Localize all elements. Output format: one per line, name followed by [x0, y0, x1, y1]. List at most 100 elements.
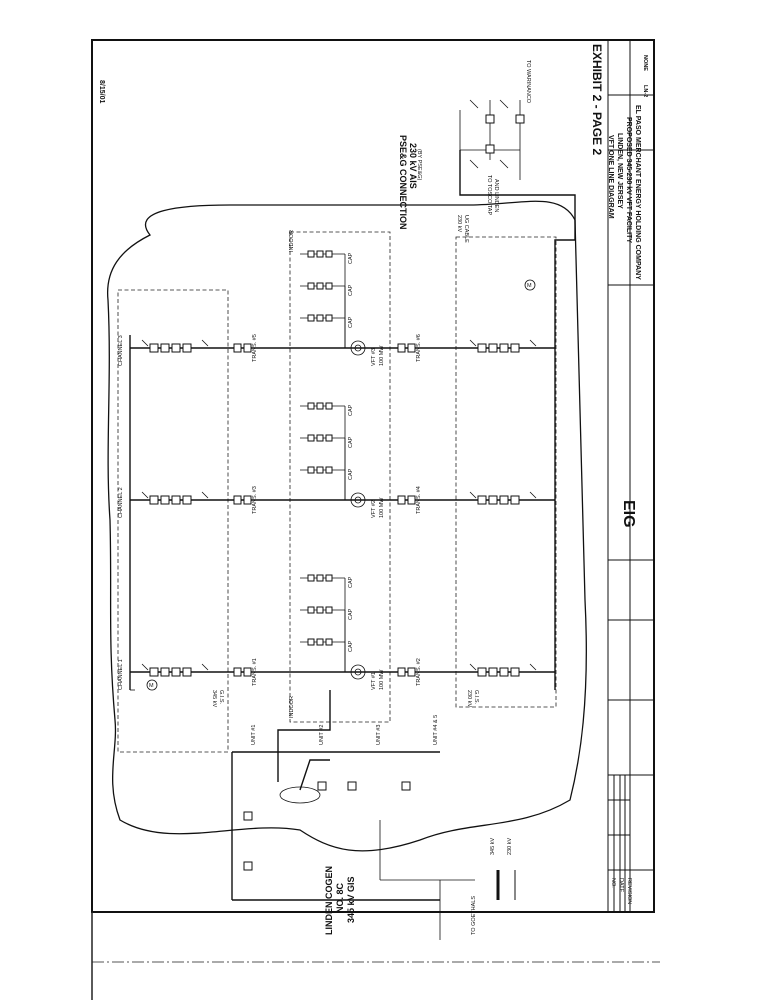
branch-breaker [316, 606, 324, 614]
branch-breaker [316, 282, 324, 290]
svg-text:INDOOR: INDOOR [289, 230, 295, 252]
circuit-breaker [477, 343, 487, 353]
svg-text:EIG: EIG [620, 500, 637, 528]
svg-text:PSE&G CONNECTION: PSE&G CONNECTION [398, 135, 408, 230]
capacitor-label: CAP [348, 608, 354, 620]
circuit-breaker [510, 667, 520, 677]
svg-text:UNIT #3: UNIT #3 [376, 725, 382, 745]
branch-breaker [307, 250, 315, 258]
transformer-winding [233, 495, 242, 505]
circuit-breaker [488, 667, 498, 677]
vft-label: VFT #2 [371, 500, 377, 518]
capacitor-label: CAP [348, 252, 354, 264]
disconnect-switch [201, 339, 209, 347]
branch-breaker [325, 638, 333, 646]
ug-cable-label: 230 kV UG CABLE [456, 215, 469, 243]
branch-breaker [307, 282, 315, 290]
svg-text:EL PASO MERCHANT ENERGY HOLDIN: EL PASO MERCHANT ENERGY HOLDING COMPANY [634, 105, 641, 280]
branch-breaker [325, 606, 333, 614]
branch-breaker [316, 250, 324, 258]
branch-breaker [316, 466, 324, 474]
svg-text:VFT ONE LINE DIAGRAM: VFT ONE LINE DIAGRAM [607, 135, 614, 219]
indoor-vft-box [289, 231, 391, 723]
vft-rotary-transformer [350, 664, 366, 680]
circuit-breaker [182, 495, 192, 505]
svg-text:(BY PSE&G): (BY PSE&G) [416, 149, 422, 181]
circuit-breaker [171, 343, 181, 353]
transformer-label: TRANS. #1 [252, 658, 258, 686]
svg-text:345 kV: 345 kV [211, 690, 217, 707]
transformer-label: TRANS. #6 [416, 334, 422, 362]
capacitor-label: CAP [348, 640, 354, 652]
feed-230-out [459, 150, 576, 290]
circuit-breaker [488, 343, 498, 353]
branch-breaker [316, 314, 324, 322]
channel-label: CHANNEL 1 [118, 659, 124, 690]
branch-breaker [307, 638, 315, 646]
transformer-label: TRANS. #3 [252, 486, 258, 514]
capacitor-label: CAP [348, 404, 354, 416]
disconnect-switch [529, 663, 537, 671]
transformer-winding [407, 667, 416, 677]
transformer-winding [243, 343, 252, 353]
branch-breaker [307, 434, 315, 442]
vft-rotary-transformer [350, 340, 366, 356]
disconnect-switch [201, 491, 209, 499]
svg-text:LINDEN, NEW JERSEY: LINDEN, NEW JERSEY [616, 133, 623, 209]
circuit-breaker [149, 495, 159, 505]
capacitor-label: CAP [348, 284, 354, 296]
circuit-breaker [488, 495, 498, 505]
branch-breaker [307, 606, 315, 614]
disconnect-switch [141, 663, 149, 671]
sheet-date: 8/15/01 [98, 80, 105, 103]
vft-rating-label: 100 MW [379, 497, 385, 518]
scale-value: NONE [642, 55, 648, 71]
capacitor-label: CAP [348, 436, 354, 448]
svg-text:M: M [527, 283, 532, 289]
circuit-breaker [477, 495, 487, 505]
transformer-label: TRANS. #5 [252, 334, 258, 362]
svg-text:G.I.S.: G.I.S. [218, 690, 224, 705]
psege-switchyard [459, 99, 525, 180]
circuit-breaker [149, 343, 159, 353]
disconnect-switch [141, 339, 149, 347]
capacitor-label: CAP [348, 576, 354, 588]
circuit-breaker [477, 667, 487, 677]
vft-rating-label: 100 MW [379, 345, 385, 366]
svg-text:NO.: NO. [610, 878, 616, 888]
gis-345-box [117, 289, 229, 753]
disconnect-switch [529, 491, 537, 499]
circuit-breaker [160, 667, 170, 677]
transformer-label: TRANS. #2 [416, 658, 422, 686]
transformer-winding [397, 343, 406, 353]
svg-text:M: M [149, 683, 154, 689]
indoor-label: INDOOR [289, 696, 295, 718]
svg-text:230 kV: 230 kV [466, 690, 472, 707]
svg-text:LN-2: LN-2 [642, 85, 648, 97]
transformer-winding [233, 343, 242, 353]
capacitor-label: CAP [348, 468, 354, 480]
svg-text:TO WARINANCO: TO WARINANCO [525, 60, 531, 104]
svg-text:UG CABLE: UG CABLE [463, 215, 469, 243]
to-warinanco-label: TO WARINANCO [525, 60, 531, 104]
transformer-winding [243, 667, 252, 677]
feed-345 [277, 690, 331, 782]
gis-230-label: 230 kV G.I.S. [466, 690, 479, 707]
transformer-winding [243, 495, 252, 505]
svg-text:DATE: DATE [618, 878, 624, 893]
capacitor-label: CAP [348, 316, 354, 328]
vft-rotor [354, 668, 362, 676]
svg-text:230 kV: 230 kV [507, 838, 513, 855]
drawing-border [91, 39, 655, 913]
branch-breaker [325, 402, 333, 410]
circuit-breaker [182, 667, 192, 677]
svg-text:230 kV AIS: 230 kV AIS [408, 143, 418, 189]
eig-logo: EIG [620, 500, 637, 528]
vft-rotor [354, 496, 362, 504]
circuit-breaker [510, 495, 520, 505]
gis-230-box [455, 236, 557, 708]
channel-label: CHANNEL 3 [118, 335, 124, 366]
circuit-breaker [160, 343, 170, 353]
voltage-legend: 345 kV 230 kV [490, 838, 516, 900]
